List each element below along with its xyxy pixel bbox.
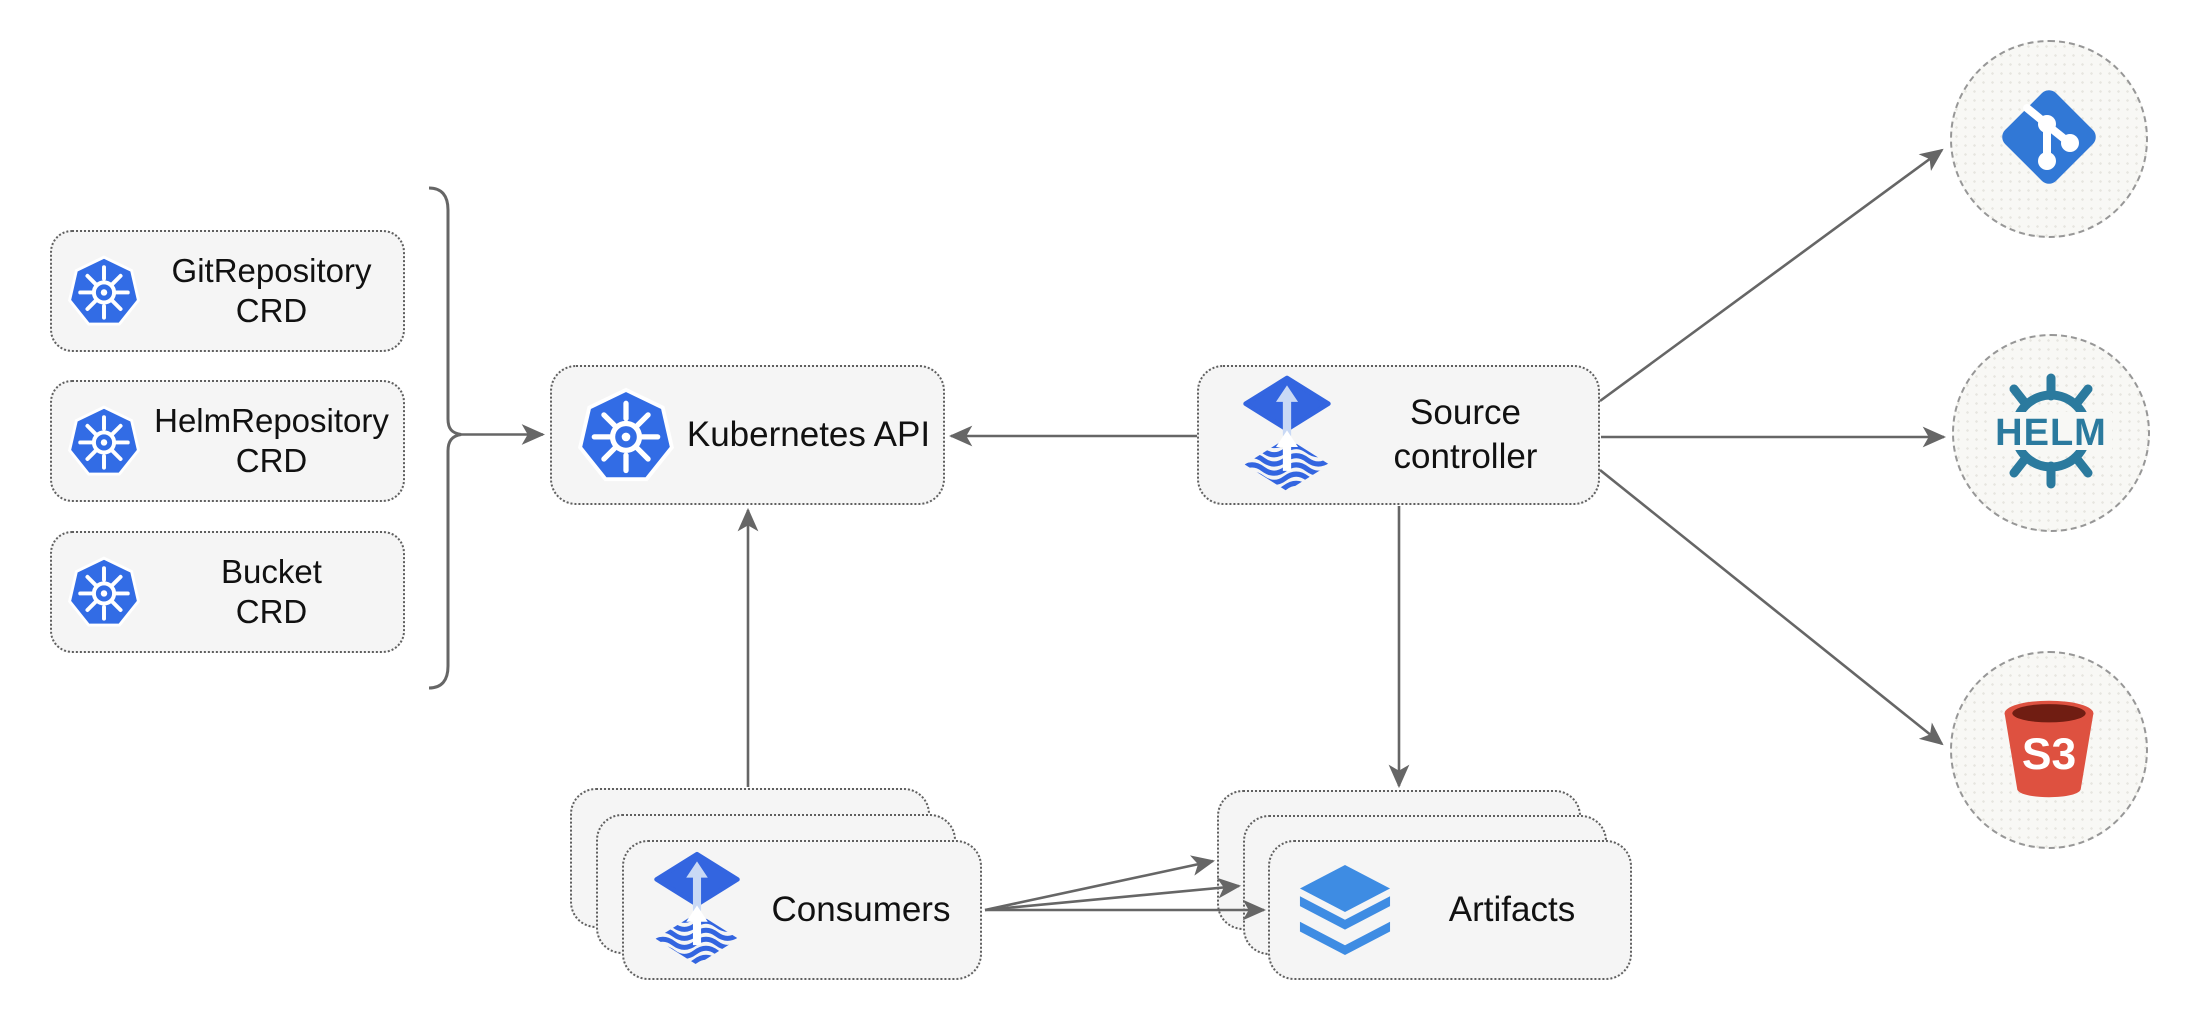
- artifacts-label: Artifacts: [1448, 890, 1576, 929]
- kubernetes-icon: [578, 387, 674, 483]
- arrow-source-to-git: [1599, 148, 1944, 403]
- label-line: Source: [1410, 393, 1521, 432]
- kubernetes-icon: [68, 255, 140, 327]
- source-controller-label: Source controller: [1333, 391, 1598, 479]
- bucket-crd-box: Bucket CRD: [50, 531, 405, 653]
- helm-icon: HELM: [1986, 366, 2116, 501]
- git-node: [1950, 40, 2148, 238]
- s3-node: S3: [1950, 651, 2148, 849]
- arrow-source-to-s3: [1599, 468, 1944, 746]
- label-line: Bucket: [221, 553, 322, 590]
- git-icon: [1994, 82, 2104, 197]
- label-line: controller: [1393, 437, 1538, 476]
- label-line: GitRepository: [171, 252, 372, 289]
- artifacts-box: Artifacts: [1268, 840, 1632, 980]
- gitrepository-crd-box: GitRepository CRD: [50, 230, 405, 352]
- flux-icon: [1241, 374, 1333, 496]
- consumers-box: Consumers: [622, 840, 982, 980]
- kubernetes-api-box: Kubernetes API: [550, 365, 945, 505]
- flux-icon: [652, 850, 742, 970]
- kubernetes-icon: [68, 405, 140, 477]
- crd-bracket: [428, 186, 462, 690]
- label-line: CRD: [235, 593, 308, 630]
- label-line: CRD: [235, 292, 308, 329]
- consumers-label: Consumers: [771, 890, 951, 929]
- helmrepository-crd-label: HelmRepository CRD: [140, 401, 403, 481]
- label-line: HelmRepository: [154, 402, 389, 439]
- source-controller-box: Source controller: [1197, 365, 1600, 505]
- kubernetes-api-label: Kubernetes API: [686, 415, 931, 454]
- bucket-crd-label: Bucket CRD: [140, 552, 403, 632]
- helmrepository-crd-box: HelmRepository CRD: [50, 380, 405, 502]
- s3-label: S3: [2022, 730, 2076, 779]
- arrow-consumers-to-artifacts-1: [984, 855, 1216, 912]
- helm-node: HELM: [1952, 334, 2150, 532]
- gitrepository-crd-label: GitRepository CRD: [140, 251, 403, 331]
- kubernetes-icon: [68, 556, 140, 628]
- label-line: CRD: [235, 442, 308, 479]
- layers-icon: [1296, 863, 1394, 957]
- s3-bucket-icon: S3: [1991, 692, 2107, 809]
- arrow-consumers-to-artifacts-2: [984, 877, 1242, 912]
- helm-label: HELM: [1995, 412, 2107, 454]
